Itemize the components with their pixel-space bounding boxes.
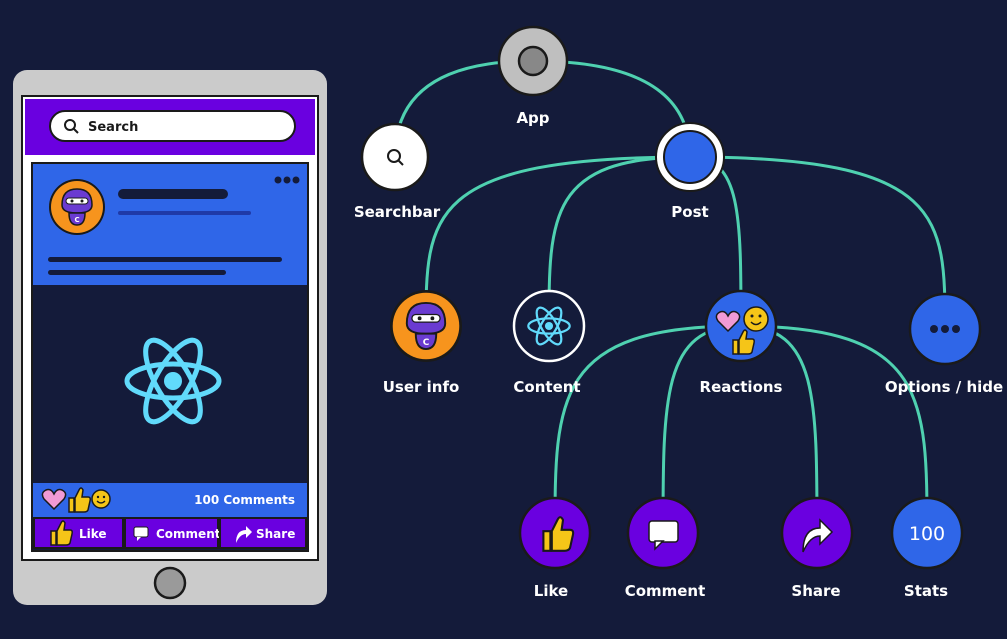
phone-mockup: Search 100 Comments	[13, 70, 327, 605]
search-bar[interactable]: Search	[49, 110, 296, 142]
heart-icon	[41, 488, 67, 511]
share-label: Share	[256, 527, 295, 541]
node-share: Share	[780, 496, 854, 600]
edge-post-options	[689, 155, 947, 330]
node-label-like: Like	[534, 582, 568, 600]
node-searchbar: Searchbar	[354, 122, 441, 221]
edge-post-content	[547, 155, 691, 327]
subtitle-placeholder	[118, 211, 251, 215]
node-app: App	[497, 25, 569, 127]
share-icon	[802, 518, 834, 553]
avatar-icon	[391, 291, 461, 361]
node-label-options: Options / hide	[885, 378, 1003, 396]
comment-icon	[133, 526, 149, 541]
node-label-user-info: User info	[383, 378, 460, 396]
edge-reactions-like	[553, 324, 742, 534]
stats-count: 100	[909, 523, 945, 545]
share-action[interactable]: Share	[219, 517, 307, 549]
smiley-icon	[743, 306, 769, 332]
node-label-reactions: Reactions	[700, 378, 783, 396]
edge-post-userinfo	[424, 155, 691, 327]
search-placeholder: Search	[88, 120, 138, 135]
text-line-placeholder	[48, 257, 282, 262]
like-label: Like	[79, 527, 107, 541]
share-icon	[236, 526, 252, 543]
search-icon	[64, 119, 79, 134]
comments-count[interactable]: 100 Comments	[194, 493, 295, 507]
comment-action[interactable]: Comment	[124, 517, 221, 549]
text-line-placeholder	[48, 270, 226, 275]
node-label-app: App	[516, 109, 549, 127]
node-post: Post	[655, 122, 725, 221]
node-label-stats: Stats	[904, 582, 948, 600]
node-comment: Comment	[625, 496, 706, 600]
heart-icon	[715, 310, 741, 333]
node-reactions: Reactions	[700, 289, 783, 396]
node-label-share: Share	[791, 582, 840, 600]
node-user-info: User info	[383, 290, 462, 396]
username-placeholder	[118, 189, 228, 199]
node-options: Options / hide	[885, 292, 1003, 396]
comment-icon	[648, 520, 679, 551]
post-node-icon	[663, 130, 717, 184]
node-label-content: Content	[513, 378, 580, 396]
search-icon	[387, 149, 404, 166]
node-label-searchbar: Searchbar	[354, 203, 441, 221]
smiley-icon	[91, 489, 111, 509]
more-options-icon[interactable]	[274, 176, 300, 184]
node-label-post: Post	[671, 203, 708, 221]
comment-label: Comment	[156, 527, 221, 541]
avatar[interactable]	[49, 179, 105, 235]
node-label-comment: Comment	[625, 582, 706, 600]
app-node-icon	[517, 45, 549, 77]
node-like: Like	[518, 496, 592, 600]
more-options-icon	[930, 325, 960, 333]
node-content: Content	[512, 289, 586, 396]
node-stats: 100 Stats	[890, 496, 964, 600]
like-action[interactable]: Like	[33, 517, 124, 549]
home-button[interactable]	[153, 566, 187, 600]
edge-reactions-stats	[740, 324, 929, 534]
